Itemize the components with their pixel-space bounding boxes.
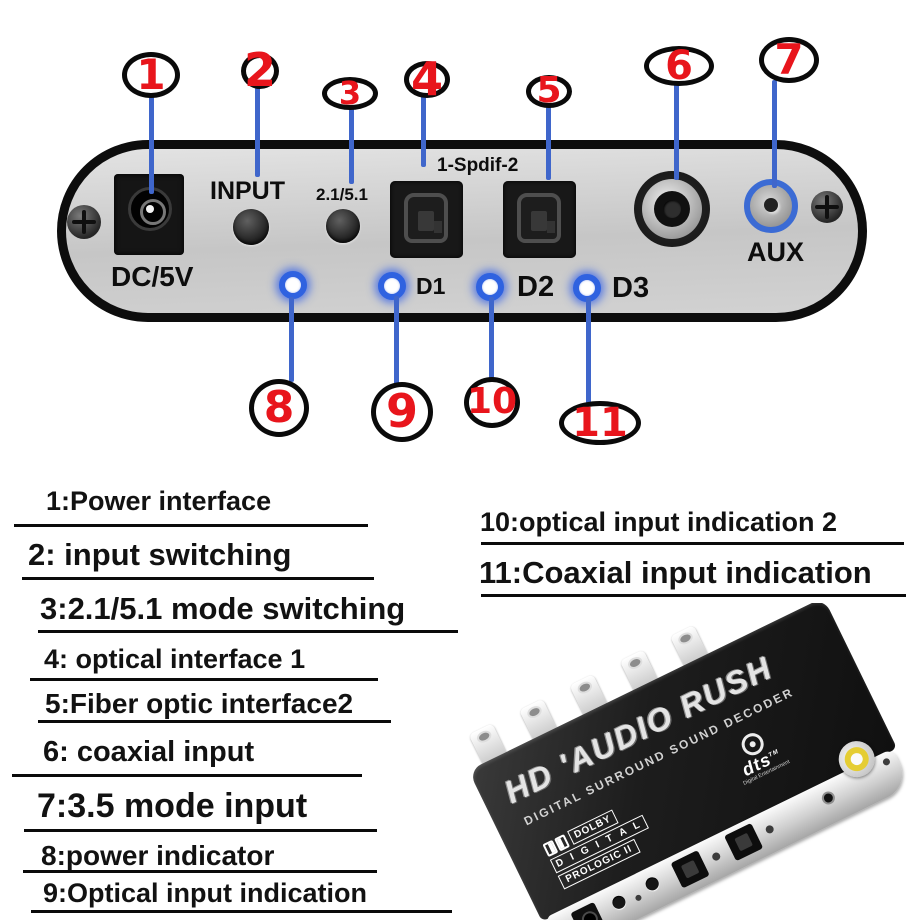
legend-underline-2: [22, 577, 374, 580]
legend-underline-11: [481, 594, 906, 597]
legend-underline-9: [31, 910, 452, 913]
dc-power-label: DC/5V: [111, 261, 194, 292]
rca-plug-hole: [575, 679, 594, 696]
front-button: [610, 893, 628, 912]
rca-plug-hole: [676, 630, 695, 647]
rca-plug-hole: [525, 703, 544, 721]
coaxial-port: [634, 171, 710, 247]
legend-item-7: 7:3.5 mode input: [37, 787, 308, 825]
screw-icon: [67, 205, 101, 239]
legend-underline-8: [23, 870, 377, 873]
front-screw-icon: [881, 757, 892, 767]
rca-plug-hole: [626, 654, 645, 672]
legend-item-6: 6: coaxial input: [43, 736, 255, 768]
callout-number: 9: [385, 384, 418, 439]
legend-item-5: 5:Fiber optic interface2: [45, 688, 354, 719]
callout-line-11: [586, 297, 591, 404]
legend-underline-4: [30, 678, 378, 681]
callout-9: 9: [371, 382, 433, 442]
toslink-icon: [404, 193, 448, 243]
callout-number: 8: [263, 382, 295, 434]
callout-8: 8: [249, 379, 309, 437]
optical2-led: [476, 273, 504, 301]
legend-underline-7: [24, 829, 377, 832]
callout-line-2: [255, 87, 260, 177]
legend-item-4: 4: optical interface 1: [44, 644, 306, 674]
callout-number: 1: [136, 50, 166, 100]
dts-tm: TM: [767, 748, 781, 759]
callout-10: 10: [464, 377, 520, 428]
front-aux-jack: [819, 789, 838, 807]
spdif-label: 1-Spdif-2: [437, 155, 519, 176]
d3-label: D3: [612, 272, 650, 304]
front-button: [643, 875, 661, 893]
callout-number: 3: [338, 74, 362, 113]
rca-plug-hole: [475, 728, 494, 745]
legend-item-3: 3:2.1/5.1 mode switching: [40, 591, 406, 626]
callout-line-8: [289, 297, 294, 382]
callout-2: 2: [241, 43, 279, 98]
mode-switch-button: [326, 209, 360, 243]
callout-number: 7: [774, 35, 804, 85]
callout-number: 11: [572, 400, 628, 446]
front-led-hole: [764, 824, 776, 835]
callout-number: 6: [665, 43, 693, 89]
product-photo: HD 'AUDIO RUSH DIGITAL SURROUND SOUND DE…: [452, 603, 918, 920]
callout-6: 6: [644, 46, 714, 86]
callout-line-6: [674, 83, 679, 180]
d2-label: D2: [517, 271, 555, 303]
callout-line-9: [394, 296, 399, 386]
toslink-icon: [517, 193, 561, 243]
legend-underline-6: [12, 774, 362, 777]
callout-line-5: [546, 105, 551, 180]
screw-icon: [811, 191, 843, 223]
callout-line-10: [489, 297, 494, 380]
mode-label: 2.1/5.1: [316, 185, 368, 204]
dc-power-jack: [114, 174, 184, 255]
front-led-hole: [710, 851, 722, 862]
input-switch-button: [233, 209, 269, 245]
front-dc-jack: [570, 901, 605, 920]
aux-label: AUX: [747, 237, 805, 267]
power-led: [279, 271, 307, 299]
aux-35mm-port: [744, 179, 798, 233]
callout-number: 10: [466, 381, 518, 423]
callout-5: 5: [526, 70, 572, 112]
d1-label: D1: [416, 273, 446, 299]
callout-1: 1: [122, 52, 180, 98]
front-optical-port: [670, 850, 710, 889]
optical-port-1: [390, 181, 463, 258]
legend-item-9: 9:Optical input indication: [43, 878, 367, 908]
input-label: INPUT: [210, 177, 285, 205]
front-optical-port: [724, 822, 764, 862]
callout-line-7: [772, 80, 777, 188]
legend-item-2: 2: input switching: [28, 537, 292, 572]
callout-line-4: [421, 95, 426, 167]
callout-line-1: [149, 94, 154, 194]
legend-underline-1: [14, 524, 368, 527]
legend-underline-10: [481, 542, 904, 545]
legend-item-8: 8:power indicator: [41, 840, 275, 871]
legend-underline-3: [38, 630, 458, 633]
optical-port-2: [503, 181, 576, 258]
callout-4: 4: [404, 51, 450, 106]
rear-panel: DC/5V INPUT 2.1/5.1 1-Spdif-2 AUX D1 D2 …: [57, 140, 867, 322]
callout-line-3: [349, 107, 354, 184]
callout-11: 11: [559, 401, 641, 445]
decoder-device: HD 'AUDIO RUSH DIGITAL SURROUND SOUND DE…: [454, 603, 914, 920]
legend-underline-5: [38, 720, 391, 723]
legend-item-10: 10:optical input indication 2: [480, 507, 838, 537]
callout-number: 4: [410, 51, 443, 106]
legend-item-1: 1:Power interface: [46, 486, 272, 516]
callout-3: 3: [322, 77, 378, 110]
callout-number: 2: [244, 43, 277, 98]
front-led-hole: [634, 893, 643, 902]
optical1-led: [378, 272, 406, 300]
legend-item-11: 11:Coaxial input indication: [479, 555, 872, 590]
coaxial-pin: [663, 200, 681, 218]
callout-7: 7: [759, 37, 819, 83]
callout-number: 5: [536, 70, 562, 112]
